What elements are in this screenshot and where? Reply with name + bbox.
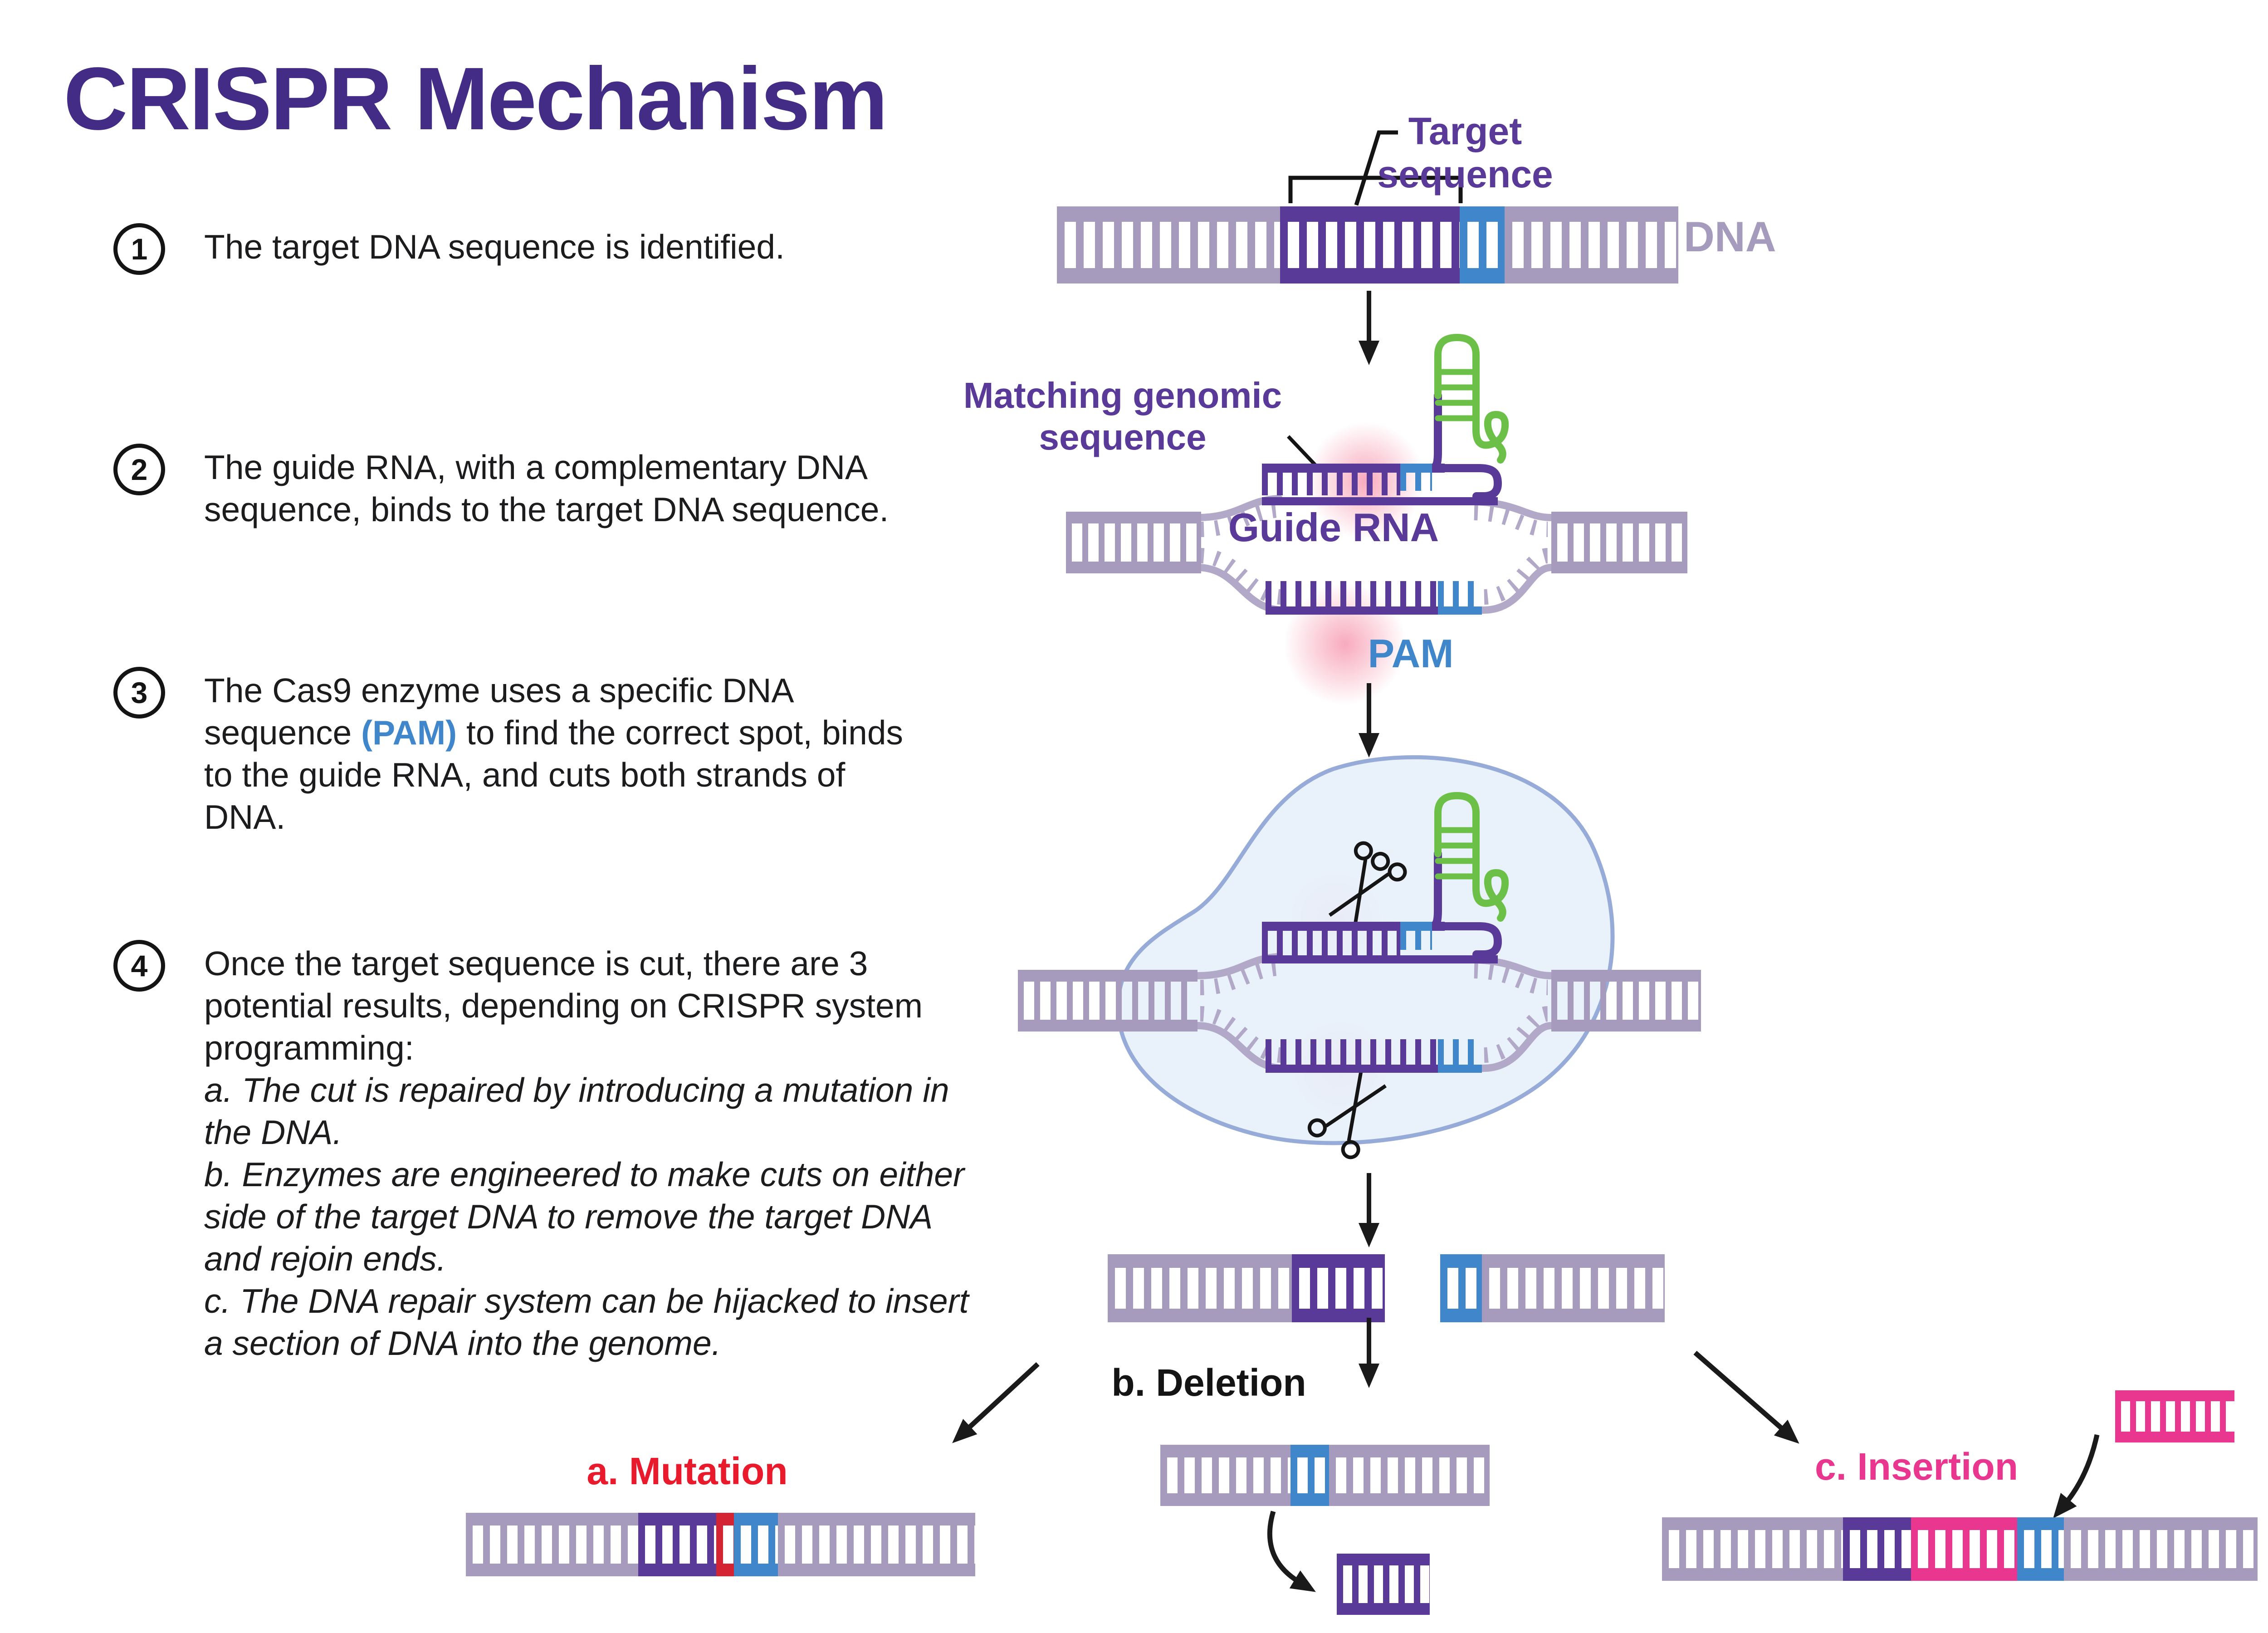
dna-stub-left <box>1066 512 1201 573</box>
scissors-icon <box>1307 1070 1387 1159</box>
target-strand-bar <box>1262 955 1498 963</box>
step-4-number: 4 <box>113 940 165 992</box>
arrow-insert-into-dna <box>2053 1434 2100 1519</box>
guide-rna-hybrid-ladder <box>1262 464 1482 495</box>
cut-fragment-right <box>1440 1254 1665 1322</box>
step-3-text: The Cas9 enzyme uses a specific DNA sequ… <box>204 670 912 838</box>
target-strand-bar <box>1262 497 1498 505</box>
down-arrow-icon <box>1359 683 1379 758</box>
target-segment <box>638 1513 716 1576</box>
pam-segment <box>2017 1517 2064 1581</box>
scissors-icon <box>1328 841 1407 931</box>
target-sequence-label: Target sequence <box>1377 110 1553 196</box>
insert-fragment <box>2115 1390 2234 1442</box>
pam-segment <box>1438 1039 1482 1073</box>
step-1-text: The target DNA sequence is identified. <box>204 228 785 266</box>
guide-rna-label: Guide RNA <box>1228 505 1439 550</box>
base-ticks <box>1200 960 1549 1063</box>
guide-rna-hybrid-ladder <box>1262 922 1482 963</box>
pam-segment <box>1290 1445 1329 1506</box>
down-arrow-icon <box>1359 291 1379 365</box>
step-4-option-b: b. Enzymes are engineered to make cuts o… <box>204 1155 964 1278</box>
pam-segment <box>1440 1254 1482 1322</box>
cut-fragment-left <box>1108 1254 1385 1322</box>
dna-segment <box>1057 206 1280 284</box>
down-arrow-icon <box>1359 1318 1379 1388</box>
page-title: CRISPR Mechanism <box>64 49 888 148</box>
pam-segment <box>1460 206 1505 284</box>
pam-segment <box>734 1513 778 1576</box>
rna-hairpin <box>1434 792 1509 922</box>
step-3-text-before: The Cas9 enzyme uses a specific DNA sequ… <box>204 671 792 752</box>
mutation-label: a. Mutation <box>587 1450 788 1492</box>
dna-ladder-top <box>1057 206 1678 284</box>
pam-segment <box>1400 922 1432 950</box>
guide-match-segment <box>1262 464 1400 495</box>
deletion-dna-ladder <box>1160 1445 1490 1506</box>
step-4-intro: Once the target sequence is cut, there a… <box>204 944 923 1067</box>
dna-stub-right <box>1551 970 1701 1032</box>
rna-hairpin <box>1434 333 1509 464</box>
mutation-segment <box>716 1513 734 1576</box>
target-segment <box>1266 581 1438 615</box>
arrow-to-mutation <box>952 1362 1040 1443</box>
insertion-dna-ladder <box>1662 1517 2258 1581</box>
pam-label: PAM <box>1368 631 1454 676</box>
base-ticks <box>1200 502 1549 605</box>
step-4-option-c: c. The DNA repair system can be hijacked… <box>204 1282 969 1362</box>
step-3-number: 3 <box>113 667 165 719</box>
target-segment <box>1280 206 1460 284</box>
dna-segment <box>1505 206 1678 284</box>
target-segment <box>1843 1517 1911 1581</box>
step-2-number: 2 <box>113 444 165 495</box>
matching-genomic-label: Matching genomic sequence <box>963 375 1282 457</box>
bottom-target-half-ladder <box>1266 581 1482 615</box>
step-4-text: Once the target sequence is cut, there a… <box>204 943 984 1364</box>
target-segment <box>1292 1254 1385 1322</box>
step-4-option-a: a. The cut is repaired by introducing a … <box>204 1071 949 1151</box>
inserted-segment <box>1911 1517 2017 1581</box>
deletion-label: b. Deletion <box>1111 1361 1306 1404</box>
step-2-text: The guide RNA, with a complementary DNA … <box>204 448 889 528</box>
dna-stub-right <box>1551 512 1687 573</box>
dna-stub-left <box>1018 970 1198 1032</box>
step-3-pam-highlight: (PAM) <box>361 714 457 752</box>
target-segment <box>1266 1039 1438 1073</box>
arrow-to-insertion <box>1693 1350 1799 1444</box>
removed-target-fragment <box>1337 1554 1430 1615</box>
step-3-text-after: to find the correct spot, binds to the g… <box>204 714 904 836</box>
step-1-number: 1 <box>113 223 165 275</box>
insertion-label: c. Insertion <box>1814 1445 2019 1488</box>
bottom-target-half-ladder <box>1266 1039 1482 1073</box>
arrow-to-removed-fragment <box>1267 1511 1316 1592</box>
pam-segment <box>1438 581 1482 615</box>
mutation-dna-ladder <box>466 1513 975 1576</box>
target-bracket <box>1288 130 1463 206</box>
dna-label: DNA <box>1684 213 1776 260</box>
pam-segment <box>1400 464 1432 491</box>
down-arrow-icon <box>1359 1173 1379 1247</box>
